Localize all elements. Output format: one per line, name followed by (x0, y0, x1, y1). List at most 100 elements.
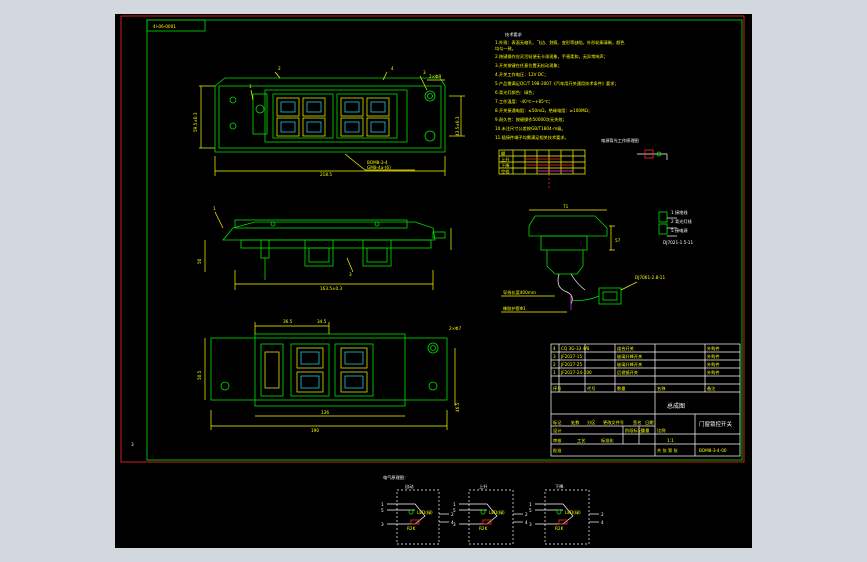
title-block (550, 343, 741, 457)
tb-cell-date: 日期 (645, 420, 653, 426)
product-name: 门窗锁控开关 (699, 420, 733, 428)
side-view (204, 211, 452, 290)
top-part-no-2: GM8-4a-(6) (367, 165, 391, 170)
tb-cell-stage: 阶段标记 (625, 427, 643, 434)
tb-cell-design: 设计 (553, 427, 561, 434)
bom-3-no: 2 (553, 362, 556, 367)
module-auto-pin-5: 5 (381, 508, 384, 513)
detail-callout-2: 橡胶护套Φ1 (503, 305, 526, 312)
bom-head-no: 序号 (553, 385, 561, 392)
tb-cell-ratio: 比例 (657, 427, 665, 434)
circuit-label: 电源背光工作原理图 (601, 137, 639, 144)
balloon-2: 2 (278, 66, 281, 71)
module-down-pin-1: 1 (529, 502, 532, 507)
module-up-pin-1: 1 (453, 502, 456, 507)
bottom-pitch-b: 34.5 (317, 319, 327, 324)
bom-2-name: 玻璃升降开关 (617, 353, 642, 360)
bottom-view (204, 322, 456, 430)
side-height-dim: 50 (197, 258, 202, 264)
module-up-pin-4: 4 (525, 520, 528, 525)
bom-4-note: 外购件 (707, 369, 720, 376)
module-down-pin-2: 2 (601, 512, 604, 517)
detail-view (501, 209, 677, 313)
module-auto-pin-1: 1 (381, 502, 384, 507)
note-line-4: 3.开关按键在任意位置无松动现象； (495, 62, 562, 69)
balloon-1: 1 (249, 84, 252, 89)
note-line-11: 10.未注尺寸公差按GB/T1804-m级。 (495, 125, 566, 132)
outer-frame (120, 15, 745, 463)
bottom-height-right: 46.5 (455, 402, 460, 412)
connector-table (498, 149, 586, 190)
module-down-pin-3: 3 (529, 522, 532, 527)
top-height-left-dim: 59.5±0.3 (193, 112, 198, 132)
tb-sheet-info: 共 张 第 张 (657, 447, 679, 454)
bom-2-note: 外购件 (707, 353, 720, 360)
bom-4-code: JF2027-24-100 (560, 370, 592, 375)
note-line-8: 7.工作温度：-40℃~+85℃； (495, 98, 553, 105)
module-up-pin-2: 2 (525, 512, 528, 517)
detail-callout-3: DJ7061-2.8-11 (635, 275, 665, 280)
note-line-9: 8.开关接通电阻：≤50mΩ，绝缘电阻：≥100MΩ； (495, 107, 592, 114)
balloon-4: 4 (391, 66, 394, 71)
schematic-module-up (459, 489, 523, 545)
tb-cell-review: 审核 (553, 437, 562, 444)
bom-4-name: 后视镜开关 (617, 369, 638, 376)
bom-1-no: 4 (553, 346, 556, 351)
note-line-7: 6.背光灯颜色：绿色； (495, 89, 537, 96)
schematic-module-auto (387, 489, 449, 545)
bom-3-name: 玻璃升降开关 (617, 361, 642, 368)
note-line-6: 5.产品需满足QC/T 198-2007《汽车用开关通用技术条件》要求； (495, 80, 619, 87)
module-down-pin-5: 5 (529, 508, 532, 513)
drawing-sheet: 4I-06-0001 3 (120, 15, 745, 545)
tb-cell-mark: 标记 (553, 419, 562, 426)
module-auto-pin-3: 3 (381, 522, 384, 527)
note-line-2: 均匀一致。 (495, 45, 516, 52)
module-up-pin-5: 5 (453, 508, 456, 513)
note-line-5: 4.开关工作电压：12V DC； (495, 71, 548, 78)
tb-cell-zone: 分区 (587, 419, 595, 426)
detail-callout-1: 导线长度400mm (503, 289, 536, 296)
corner-mark: 3 (131, 442, 134, 447)
top-width-dim: 218.5 (320, 172, 332, 177)
sheet-tag: 4I-06-0001 (153, 24, 176, 29)
module-up-res: R2K (479, 526, 488, 531)
bom-head-qty: 数量 (617, 385, 625, 392)
tb-part-code: BOM8-3-4-00 (699, 448, 727, 453)
module-auto-pin-2: 2 (451, 512, 454, 517)
tb-cell-std: 标准化 (601, 437, 614, 444)
bom-head-note: 备注 (707, 385, 716, 392)
detail-dim-side: 57 (615, 238, 621, 243)
balloon-3: 3 (423, 70, 426, 75)
top-height-right-dim: 43.5±0.3 (455, 116, 460, 136)
note-line-12: 11.插接件端子均需满足相关技术要求。 (495, 134, 569, 141)
bottom-width-inner: 136 (321, 410, 329, 415)
conn-row-1: 下降 (501, 162, 510, 169)
inner-frame (146, 19, 743, 461)
electrical-title: 电气原理图： (383, 474, 408, 481)
tb-cell-process: 工艺 (577, 438, 585, 443)
module-down-pin-4: 4 (601, 520, 604, 525)
cad-viewport[interactable]: 4I-06-0001 3 (115, 14, 752, 548)
schematic-module-down (535, 489, 599, 545)
tb-cell-sign: 签名 (633, 419, 641, 426)
module-up-pin-3: 3 (453, 522, 456, 527)
detail-legend-3: 5 接电源 (671, 227, 688, 234)
bottom-width-total: 190 (311, 428, 319, 433)
top-hole-dim: 2×Φ9 (429, 74, 441, 79)
module-up-lamp: LED(绿) (489, 509, 505, 515)
bom-3-note: 外购件 (707, 361, 720, 368)
bottom-hole-dim: 2×Φ7 (449, 326, 461, 331)
drawing-name: 总成图 (667, 402, 685, 410)
bom-4-no: 1 (553, 370, 556, 375)
conn-row-2: 空档 (501, 168, 509, 175)
detail-legend-part: DJ7021-1.5-11 (663, 240, 693, 245)
module-up-title: 上升 (479, 483, 487, 490)
bom-1-name: 组合开关 (617, 345, 634, 352)
note-line-1: 1.外观：表面无缩孔、飞边、划痕、变形等缺陷，外形轮廓清晰，颜色 (495, 39, 625, 46)
tb-cell-approve: 批准 (553, 447, 561, 454)
sheet-tag-box (146, 19, 206, 32)
bom-head-code: 代号 (587, 385, 595, 392)
backlight-circuit (637, 149, 668, 160)
note-line-10: 9.耐久性：按键操作50000次无失效； (495, 116, 567, 123)
module-down-res: R2K (555, 526, 564, 531)
